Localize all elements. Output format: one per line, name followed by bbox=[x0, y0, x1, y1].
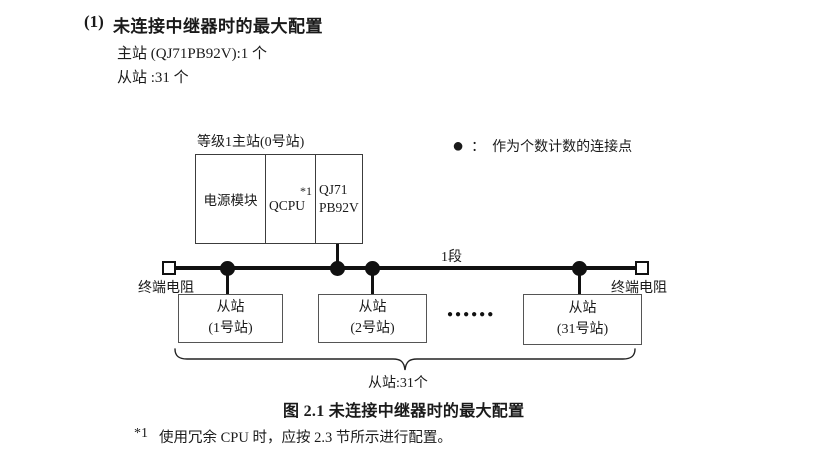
cpu-footnote-ref: *1 bbox=[300, 183, 312, 198]
terminating-resistor-right-icon bbox=[635, 261, 649, 275]
terminating-resistor-right-label: 终端电阻 bbox=[611, 281, 667, 296]
master-count-text: 主站 (QJ71PB92V):1 个 bbox=[117, 46, 268, 62]
ellipsis-dots: ●●●●●● bbox=[447, 309, 496, 320]
slave-station-number: (2号站) bbox=[350, 320, 395, 336]
legend-colon: ： bbox=[471, 140, 486, 155]
figure-caption: 图 2.1 未连接中继器时的最大配置 bbox=[283, 403, 525, 420]
slave-station-number: (31号站) bbox=[556, 321, 609, 337]
bus-line bbox=[174, 266, 638, 270]
slave-station-number: (1号站) bbox=[208, 320, 253, 336]
master-drop-line bbox=[336, 243, 339, 267]
power-module-label: 电源模块 bbox=[203, 193, 258, 208]
cpu-label: QCPU bbox=[269, 197, 306, 213]
section-number: (1) bbox=[84, 12, 104, 31]
terminating-resistor-left-label: 终端电阻 bbox=[138, 281, 194, 296]
legend-text: 作为个数计数的连接点 bbox=[492, 140, 633, 155]
network-module-label: QJ71 PB92V bbox=[319, 182, 359, 215]
power-module-cell: 电源模块 bbox=[196, 155, 266, 243]
network-module-cell: QJ71 PB92V bbox=[316, 155, 362, 243]
connection-point-icon: ● bbox=[452, 135, 465, 157]
footnote-text: 使用冗余 CPU 时，应按 2.3 节所示进行配置。 bbox=[159, 430, 452, 446]
connection-dot-slave2 bbox=[365, 261, 380, 276]
connection-dot-master bbox=[330, 261, 345, 276]
connection-dot-slave1 bbox=[220, 261, 235, 276]
cpu-cell: *1 QCPU bbox=[266, 155, 316, 243]
segment-label: 1段 bbox=[441, 250, 462, 265]
slave2-drop-line bbox=[371, 268, 374, 295]
footnote-marker: *1 bbox=[134, 426, 148, 441]
slave31-drop-line bbox=[578, 268, 581, 295]
master-station-label: 等级1主站(0号站) bbox=[197, 135, 305, 150]
slave-station-2-box: 从站 (2号站) bbox=[318, 294, 427, 343]
brace-icon bbox=[174, 348, 636, 371]
slave-label: 从站 bbox=[216, 300, 245, 316]
connection-dot-slave31 bbox=[572, 261, 587, 276]
slave-label: 从站 bbox=[358, 300, 387, 316]
slave1-drop-line bbox=[226, 268, 229, 295]
slave-station-31-box: 从站 (31号站) bbox=[523, 294, 642, 345]
slave-count-text: 从站 :31 个 bbox=[117, 70, 189, 86]
slave-station-1-box: 从站 (1号站) bbox=[178, 294, 283, 343]
terminating-resistor-left-icon bbox=[162, 261, 176, 275]
slave-label: 从站 bbox=[568, 301, 597, 317]
legend: ● ： 作为个数计数的连接点 bbox=[452, 136, 632, 156]
master-station-box: 电源模块 *1 QCPU QJ71 PB92V bbox=[195, 154, 363, 244]
slave-total-label: 从站:31个 bbox=[368, 376, 428, 391]
section-title: 未连接中继器时的最大配置 bbox=[113, 17, 323, 36]
